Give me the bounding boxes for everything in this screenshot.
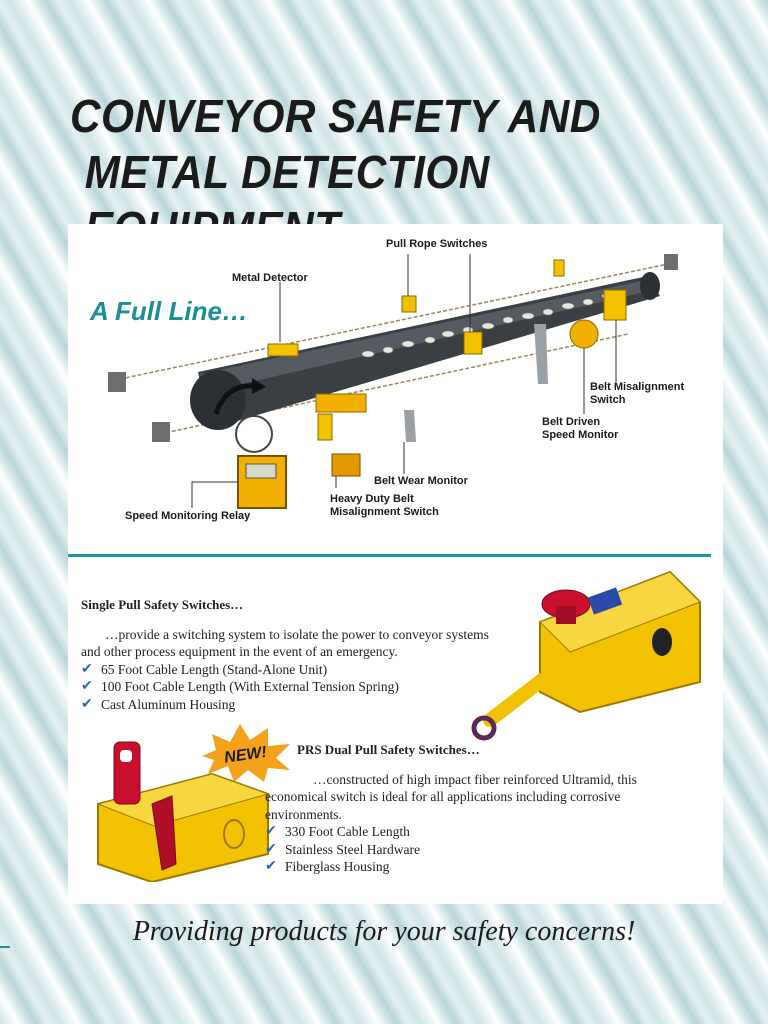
label-belt-wear-monitor: Belt Wear Monitor xyxy=(374,475,468,487)
page-title: CONVEYOR SAFETY AND METAL DETECTION EQUI… xyxy=(70,88,712,256)
single-pull-features: ✔65 Foot Cable Length (Stand-Alone Unit)… xyxy=(81,661,501,714)
prs-dual-description: …constructed of high impact fiber reinfo… xyxy=(265,771,637,822)
single-pull-description: …provide a switching system to isolate t… xyxy=(81,626,489,660)
label-metal-detector: Metal Detector xyxy=(232,272,308,284)
prs-dual-section: PRS Dual Pull Safety Switches… …construc… xyxy=(265,741,685,876)
checkmark-icon: ✔ xyxy=(81,661,93,677)
label-belt-driven-speed-monitor: Belt Driven Speed Monitor xyxy=(542,416,619,441)
single-pull-heading: Single Pull Safety Switches… xyxy=(81,597,244,612)
conveyor-diagram xyxy=(108,254,678,509)
content-panel: A Full Line… Pull Rope Switches Metal De… xyxy=(68,224,723,904)
single-pull-switch-image xyxy=(471,570,701,741)
label-speed-monitoring-relay: Speed Monitoring Relay xyxy=(125,510,251,522)
section-divider xyxy=(68,554,711,557)
prs-dual-switch-image xyxy=(96,741,270,882)
list-item: ✔Cast Aluminum Housing xyxy=(81,696,236,712)
prs-dual-heading: PRS Dual Pull Safety Switches… xyxy=(297,742,480,757)
new-badge-starburst: NEW! xyxy=(202,724,290,782)
prs-dual-features: ✔330 Foot Cable Length ✔Stainless Steel … xyxy=(265,823,685,876)
title-line-1: CONVEYOR SAFETY AND xyxy=(70,90,601,142)
label-belt-misalignment-switch: Belt Misalignment Switch xyxy=(590,381,685,406)
label-pull-rope-switches: Pull Rope Switches xyxy=(386,238,488,250)
tagline: Providing products for your safety conce… xyxy=(132,916,636,947)
checkmark-icon: ✔ xyxy=(81,679,93,694)
list-item: ✔Fiberglass Housing xyxy=(265,859,390,874)
single-pull-section: Single Pull Safety Switches… …provide a … xyxy=(81,596,501,713)
teal-edge-mark xyxy=(0,946,10,948)
list-item: ✔Stainless Steel Hardware xyxy=(265,841,420,857)
checkmark-icon: ✔ xyxy=(81,696,93,712)
checkmark-icon: ✔ xyxy=(265,824,277,839)
full-line-headline: A Full Line… xyxy=(90,296,248,326)
list-item: ✔330 Foot Cable Length xyxy=(265,824,410,839)
list-item: ✔100 Foot Cable Length (With External Te… xyxy=(81,679,399,694)
label-heavy-duty-switch: Heavy Duty Belt Misalignment Switch xyxy=(330,493,439,518)
new-badge-text: NEW! xyxy=(223,744,268,767)
checkmark-icon: ✔ xyxy=(265,859,277,874)
checkmark-icon: ✔ xyxy=(265,841,277,857)
list-item: ✔65 Foot Cable Length (Stand-Alone Unit) xyxy=(81,661,328,677)
